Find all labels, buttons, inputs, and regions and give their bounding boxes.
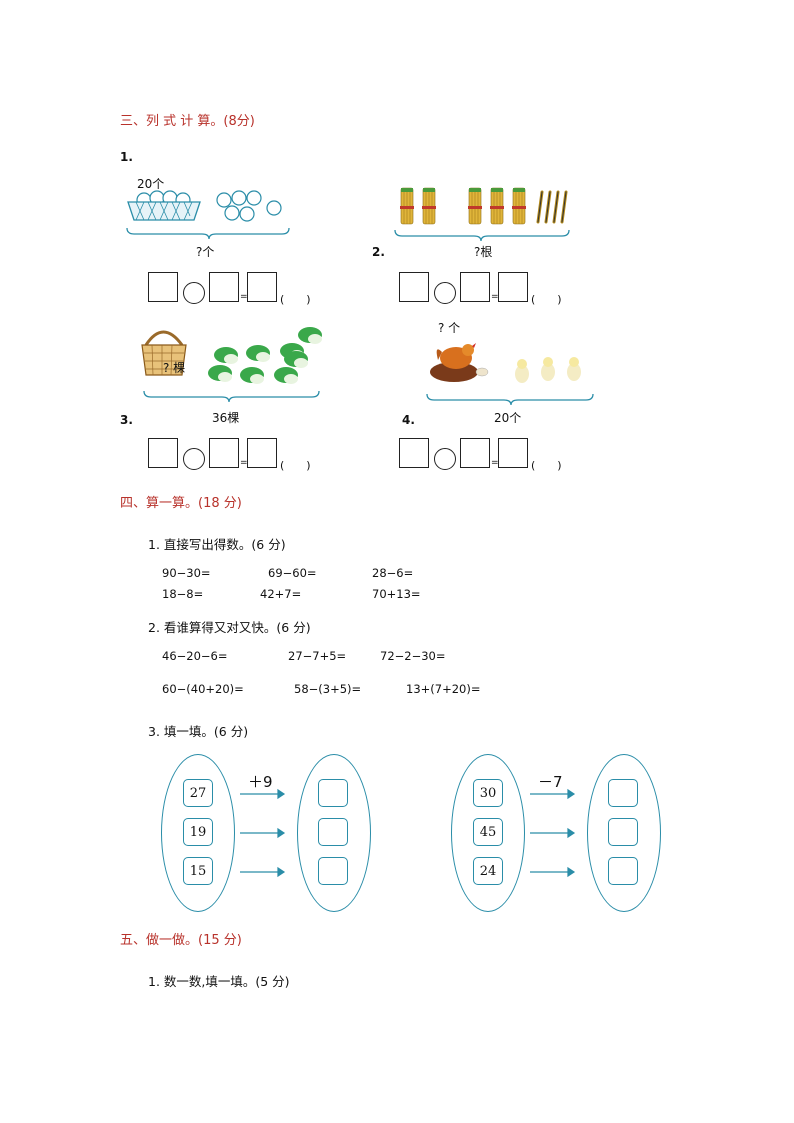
operator-circle[interactable] bbox=[183, 282, 205, 304]
number-box: 45 bbox=[473, 818, 503, 846]
answer-box[interactable] bbox=[209, 438, 239, 468]
answer-box[interactable] bbox=[148, 272, 178, 302]
number-box: 15 bbox=[183, 857, 213, 885]
result-oval bbox=[587, 754, 661, 912]
section5-heading: 五、做一做。(15 分) bbox=[120, 933, 242, 948]
problem-2-bottom-label: ?根 bbox=[474, 245, 493, 259]
cabbage-basket-illustration bbox=[141, 327, 322, 403]
problem-4-top-label: ? 个 bbox=[438, 321, 461, 335]
operator-circle[interactable] bbox=[434, 282, 456, 304]
calc-item: 13+(7+20)= bbox=[406, 682, 481, 696]
answer-box[interactable] bbox=[318, 818, 348, 846]
problem-1-number: 1. bbox=[120, 150, 133, 164]
answer-box[interactable] bbox=[148, 438, 178, 468]
unit-parentheses[interactable]: ( ) bbox=[531, 293, 562, 306]
calc-item: 69−60= bbox=[268, 566, 317, 580]
answer-box[interactable] bbox=[209, 272, 239, 302]
problem-3-basket-label: ? 棵 bbox=[163, 361, 186, 375]
hen-chicks-illustration bbox=[426, 343, 594, 406]
answer-box[interactable] bbox=[247, 438, 277, 468]
answer-box[interactable] bbox=[608, 779, 638, 807]
result-oval bbox=[297, 754, 371, 912]
arrows bbox=[240, 788, 286, 878]
calc-item: 58−(3+5)= bbox=[294, 682, 362, 696]
calc-item: 42+7= bbox=[260, 587, 302, 601]
bundled-sticks-illustration bbox=[394, 187, 570, 242]
answer-box[interactable] bbox=[608, 857, 638, 885]
equals-sign: = bbox=[491, 458, 499, 468]
equals-sign: = bbox=[240, 292, 248, 302]
source-oval bbox=[451, 754, 525, 912]
q1-title: 1. 直接写出得数。(6 分) bbox=[148, 537, 286, 552]
number-box: 24 bbox=[473, 857, 503, 885]
operation-label: －7 bbox=[538, 773, 563, 791]
arrows bbox=[530, 788, 576, 878]
answer-box[interactable] bbox=[460, 272, 490, 302]
unit-parentheses[interactable]: ( ) bbox=[280, 293, 311, 306]
number-box: 27 bbox=[183, 779, 213, 807]
source-oval bbox=[161, 754, 235, 912]
answer-box[interactable] bbox=[498, 272, 528, 302]
q2-title: 2. 看谁算得又对又快。(6 分) bbox=[148, 620, 311, 635]
problem-3-number: 3. bbox=[120, 413, 133, 427]
q3-title: 3. 填一填。(6 分) bbox=[148, 724, 249, 739]
problem-4-number: 4. bbox=[402, 413, 415, 427]
problem-1-top-label: 20个 bbox=[137, 177, 165, 191]
calc-item: 27−7+5= bbox=[288, 649, 347, 663]
section3-heading: 三、列 式 计 算。(8分) bbox=[120, 114, 255, 129]
answer-box[interactable] bbox=[608, 818, 638, 846]
operation-label: ＋9 bbox=[248, 773, 273, 791]
answer-box[interactable] bbox=[318, 779, 348, 807]
answer-box[interactable] bbox=[399, 438, 429, 468]
unit-parentheses[interactable]: ( ) bbox=[280, 459, 311, 472]
calc-item: 90−30= bbox=[162, 566, 211, 580]
answer-box[interactable] bbox=[247, 272, 277, 302]
section5-q1-title: 1. 数一数,填一填。(5 分) bbox=[148, 974, 290, 989]
answer-box[interactable] bbox=[460, 438, 490, 468]
answer-box[interactable] bbox=[399, 272, 429, 302]
egg-basket-illustration bbox=[126, 190, 290, 240]
operator-circle[interactable] bbox=[183, 448, 205, 470]
problem-3-bottom-label: 36棵 bbox=[212, 411, 240, 425]
calc-item: 72−2−30= bbox=[380, 649, 446, 663]
answer-box[interactable] bbox=[498, 438, 528, 468]
problem-2-number: 2. bbox=[372, 245, 385, 259]
calc-item: 70+13= bbox=[372, 587, 421, 601]
section4-heading: 四、算一算。(18 分) bbox=[120, 496, 242, 511]
answer-box[interactable] bbox=[318, 857, 348, 885]
operator-circle[interactable] bbox=[434, 448, 456, 470]
number-box: 19 bbox=[183, 818, 213, 846]
equals-sign: = bbox=[240, 458, 248, 468]
problem-4-bottom-label: 20个 bbox=[494, 411, 522, 425]
calc-item: 18−8= bbox=[162, 587, 204, 601]
calc-item: 28−6= bbox=[372, 566, 414, 580]
calc-item: 46−20−6= bbox=[162, 649, 228, 663]
problem-1-bottom-label: ?个 bbox=[196, 245, 215, 259]
number-box: 30 bbox=[473, 779, 503, 807]
equals-sign: = bbox=[491, 292, 499, 302]
unit-parentheses[interactable]: ( ) bbox=[531, 459, 562, 472]
calc-item: 60−(40+20)= bbox=[162, 682, 244, 696]
